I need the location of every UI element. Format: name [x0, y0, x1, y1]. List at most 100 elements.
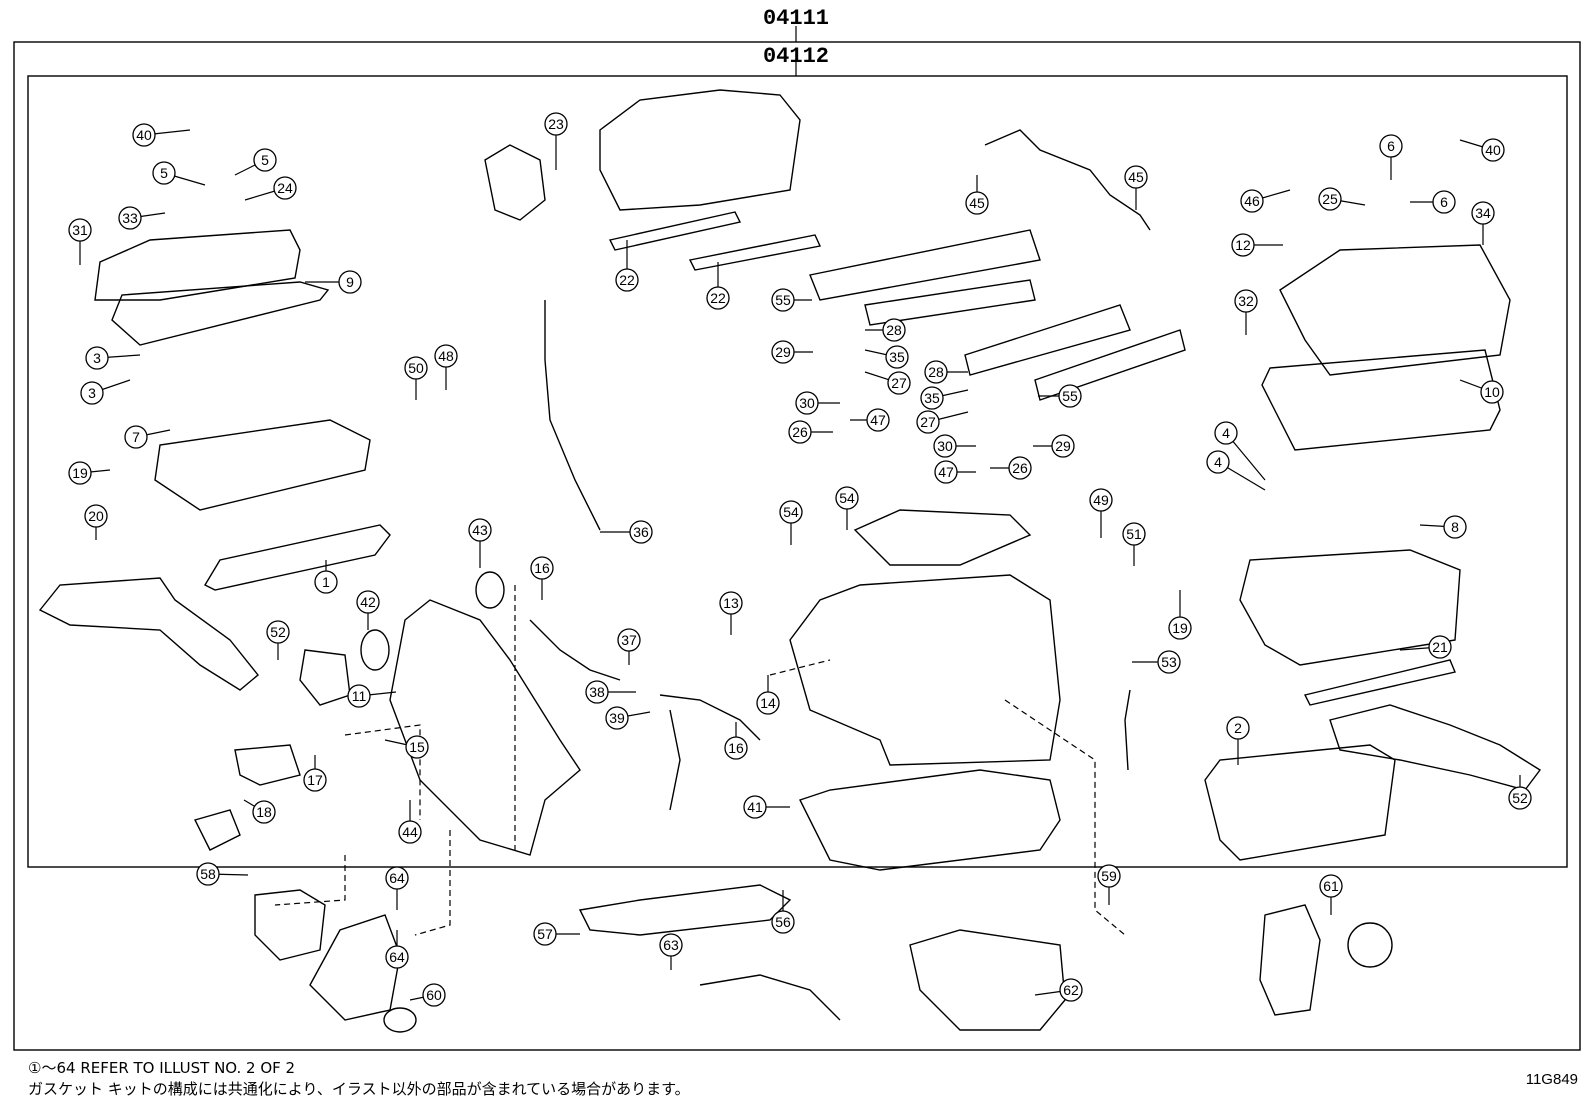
callout-circle: [1231, 233, 1255, 257]
callout-30: 30: [795, 391, 840, 415]
callout-number: 49: [1093, 492, 1109, 508]
callout-16: 16: [724, 722, 748, 760]
callout-64: 64: [385, 866, 409, 910]
valve-cover-gasket-left: [111, 281, 330, 346]
callout-number: 45: [1128, 169, 1144, 185]
callout-5: 5: [152, 161, 206, 186]
callout-54: 54: [779, 500, 803, 545]
callout-circle: [615, 268, 639, 292]
footer-japanese-note: ガスケット キットの構成には共通化により、イラスト以外の部品が含まれている場合が…: [28, 1080, 690, 1098]
callout-circle: [266, 620, 290, 644]
callout-number: 47: [938, 464, 954, 480]
callout-60: 60: [409, 983, 446, 1007]
callout-circle: [1508, 786, 1532, 810]
callout-number: 22: [619, 272, 635, 288]
callout-circle: [1443, 515, 1467, 539]
callout-number: 9: [346, 274, 354, 290]
callout-number: 16: [534, 560, 550, 576]
callout-31: 31: [68, 218, 92, 265]
callout-47: 47: [850, 408, 890, 432]
callout-57: 57: [533, 922, 580, 946]
callout-number: 59: [1101, 868, 1117, 884]
callout-circle: [152, 161, 176, 185]
callout-number: 19: [1172, 620, 1188, 636]
callout-number: 5: [261, 152, 269, 168]
callout-circle: [1097, 864, 1121, 888]
callout-15: 15: [384, 735, 429, 759]
callout-53: 53: [1132, 650, 1181, 674]
callout-circle: [1318, 187, 1342, 211]
callout-54: 54: [835, 486, 859, 530]
callout-51: 51: [1122, 522, 1146, 566]
callout-50: 50: [404, 356, 428, 400]
callout-number: 32: [1238, 293, 1254, 309]
callout-circle: [885, 345, 909, 369]
callout-number: 4: [1222, 425, 1230, 441]
callout-number: 14: [760, 695, 776, 711]
callout-22: 22: [706, 262, 730, 310]
callout-26: 26: [788, 420, 833, 444]
callout-number: 41: [747, 799, 763, 815]
dipstick-tube: [544, 300, 601, 531]
callout-13: 13: [719, 591, 743, 635]
callout-number: 38: [589, 684, 605, 700]
callout-number: 54: [783, 504, 799, 520]
callout-circle: [1157, 650, 1181, 674]
callout-40: 40: [132, 123, 191, 147]
callout-number: 1: [322, 574, 330, 590]
callout-30: 30: [933, 434, 976, 458]
callout-number: 20: [88, 508, 104, 524]
callout-number: 33: [122, 210, 138, 226]
callout-62: 62: [1034, 978, 1083, 1002]
callout-circle: [1481, 138, 1505, 162]
throttle-body: [484, 144, 546, 221]
callout-61: 61: [1319, 874, 1343, 915]
callout-number: 19: [72, 465, 88, 481]
cylinder-head-left: [154, 419, 371, 511]
callout-circle: [1240, 189, 1264, 213]
callout-number: 61: [1323, 878, 1339, 894]
callout-number: 30: [799, 395, 815, 411]
callout-5: 5: [234, 148, 277, 176]
callout-number: 10: [1484, 384, 1500, 400]
callout-circle: [1122, 522, 1146, 546]
front-timing-cover: [309, 914, 401, 1021]
callout-circle: [771, 910, 795, 934]
callout-layer: 4055243331933719201522322225048434211171…: [68, 112, 1532, 1007]
callout-number: 36: [633, 524, 649, 540]
callout-8: 8: [1419, 515, 1467, 539]
callout-16: 16: [530, 556, 554, 600]
callout-number: 64: [389, 870, 405, 886]
callout-circle: [933, 434, 957, 458]
callout-circle: [629, 520, 653, 544]
callout-45: 45: [965, 175, 989, 215]
callout-number: 29: [775, 344, 791, 360]
callout-number: 50: [408, 360, 424, 376]
callout-29: 29: [771, 340, 813, 364]
o-ring-60: [383, 1007, 417, 1033]
callout-number: 52: [1512, 790, 1528, 806]
callout-circle: [68, 218, 92, 242]
callout-26: 26: [990, 456, 1032, 480]
water-hose: [699, 974, 841, 1021]
callout-36: 36: [600, 520, 653, 544]
callout-circle: [771, 288, 795, 312]
callout-circle: [659, 933, 683, 957]
callout-number: 3: [93, 350, 101, 366]
callout-circle: [771, 340, 795, 364]
callout-number: 64: [389, 949, 405, 965]
callout-28: 28: [865, 318, 906, 342]
callout-number: 48: [438, 348, 454, 364]
coolant-pipe-lower: [578, 884, 792, 936]
callout-circle: [1319, 874, 1343, 898]
callout-number: 58: [200, 866, 216, 882]
callout-circle: [605, 706, 629, 730]
callout-56: 56: [771, 890, 795, 934]
callout-11: 11: [347, 684, 397, 708]
callout-14: 14: [756, 675, 780, 715]
callout-number: 35: [889, 349, 905, 365]
callout-number: 18: [256, 804, 272, 820]
callout-number: 52: [270, 624, 286, 640]
callout-circle: [398, 820, 422, 844]
footer-refer-note: ①～64 REFER TO ILLUST NO. 2 OF 2: [28, 1057, 295, 1078]
